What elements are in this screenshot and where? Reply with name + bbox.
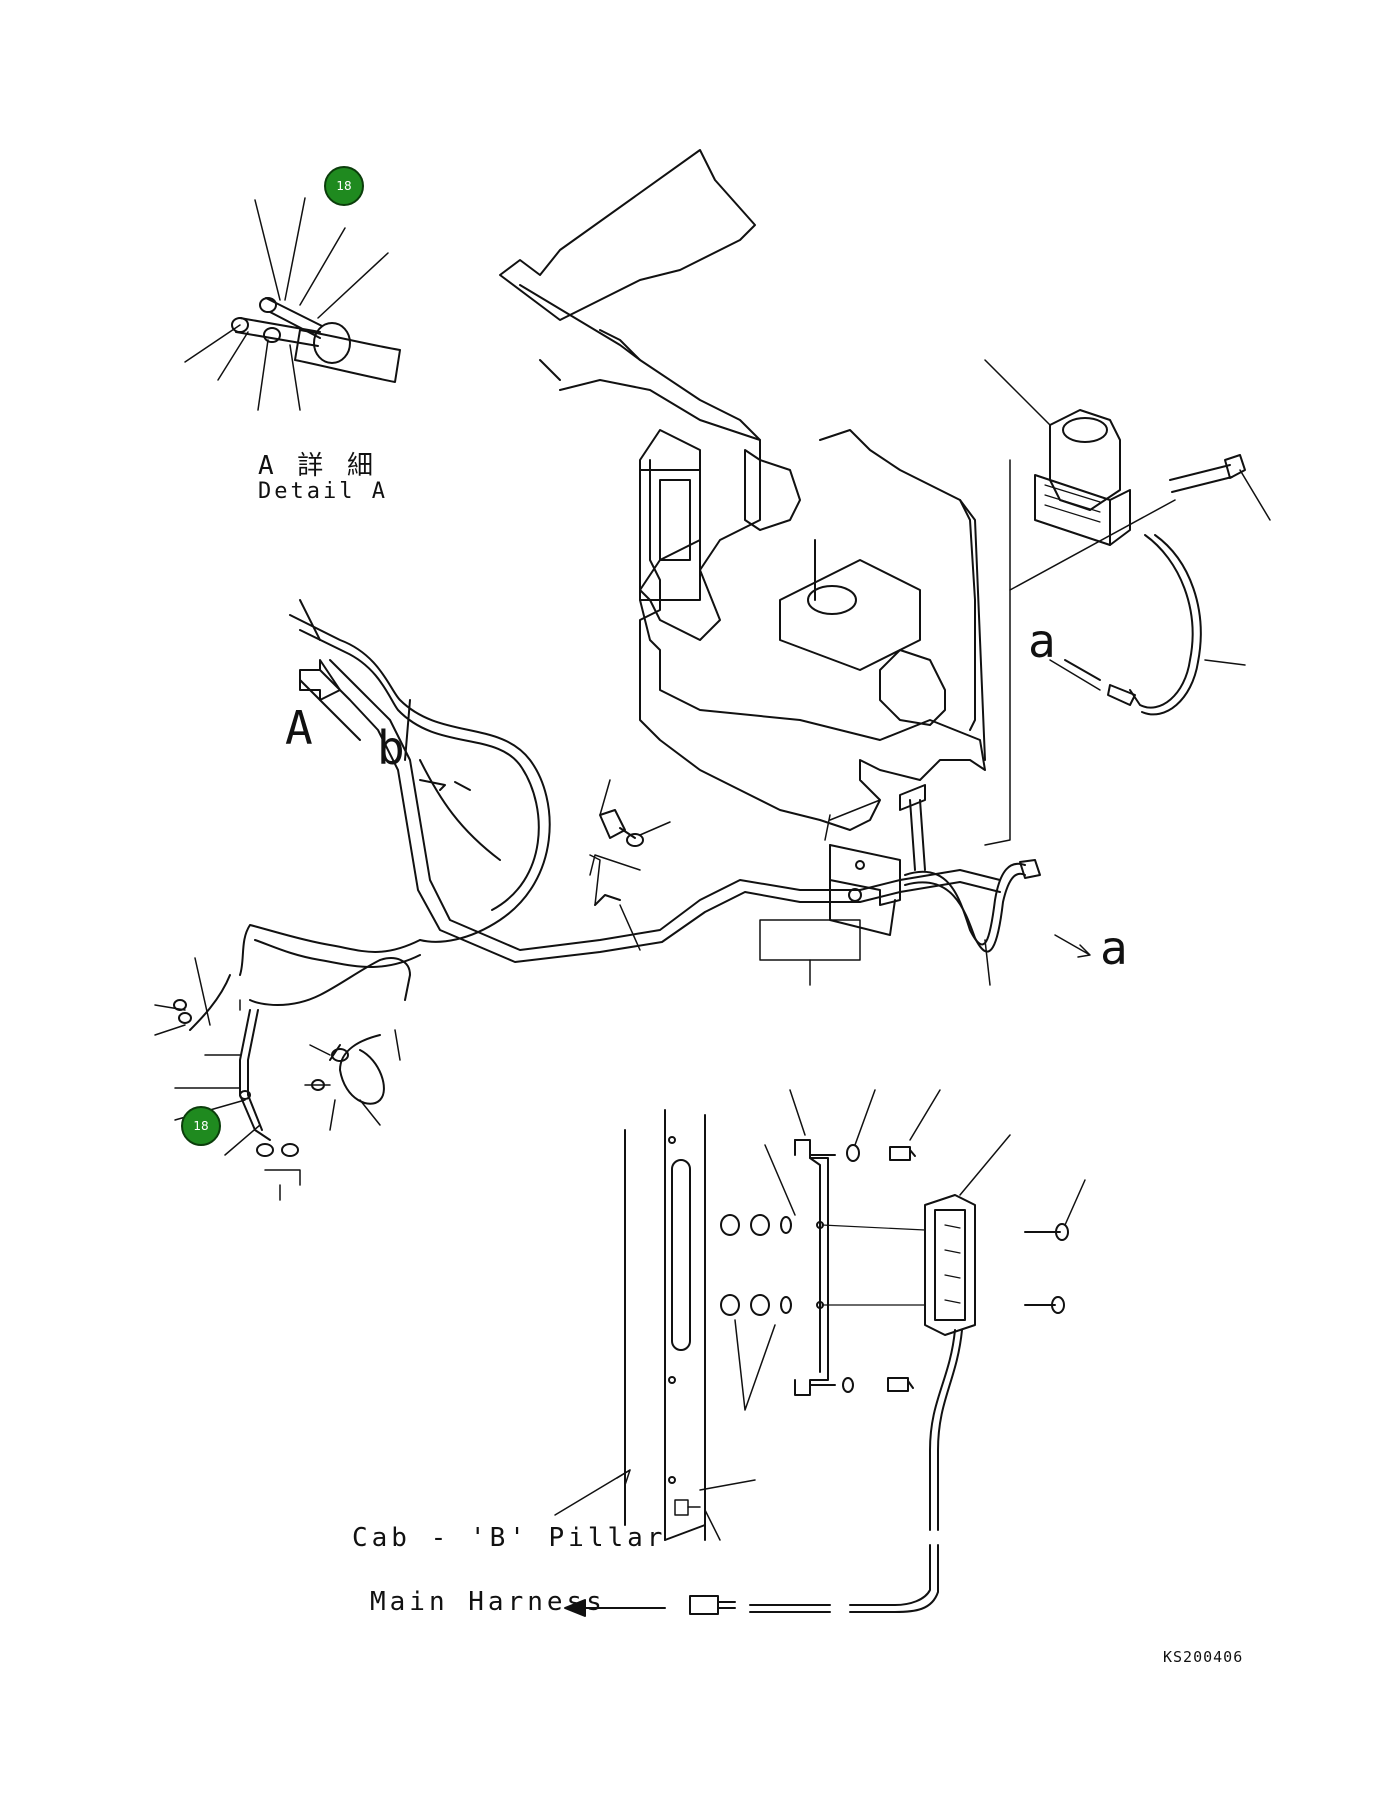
view-letter-a-upper: a (1028, 614, 1056, 668)
view-arrow-a (299, 659, 341, 701)
harness-clips (589, 854, 861, 986)
b-pillar (624, 1109, 706, 1541)
view-letter-b: b (377, 721, 405, 775)
lower-controller (689, 1194, 976, 1615)
cab-b-pillar-label: Cab - 'B' Pillar (352, 1523, 667, 1553)
main-harness (189, 599, 1001, 1141)
pointer-line-1 (1009, 499, 1176, 591)
lower-left-leaders (154, 957, 401, 1201)
reference-badge-left[interactable]: 18 (181, 1106, 221, 1146)
main-harness-label: Main Harness (370, 1587, 606, 1617)
wire-to-a-lower (904, 859, 1091, 986)
lower-left-parts (173, 999, 349, 1157)
pointer-line-2 (984, 459, 1011, 846)
mounting-hardware (720, 1146, 1069, 1392)
bolt-upper-right (1169, 454, 1271, 521)
figure-code: KS200406 (1163, 1648, 1244, 1666)
reference-badge-top[interactable]: 18 (324, 166, 364, 206)
view-letter-A: A (285, 701, 313, 755)
controller-bracket (794, 1139, 860, 1396)
view-a-arrow-upper (1049, 659, 1101, 691)
main-harness-arrow (564, 1599, 666, 1617)
cab-panel-frame (499, 149, 986, 831)
center-mount-bolt (599, 779, 671, 847)
detail-a-title-jp: A 詳 細 (258, 451, 377, 481)
detail-a-title-en: Detail A (258, 479, 388, 504)
connector-b (419, 779, 471, 791)
detail-a-cable (184, 197, 401, 411)
controller-unit (984, 359, 1131, 546)
lower-leaders (554, 1089, 1086, 1541)
harness-connector-right (824, 784, 926, 871)
view-letter-a-lower: a (1100, 921, 1128, 975)
ground-wire-right (1064, 534, 1246, 716)
